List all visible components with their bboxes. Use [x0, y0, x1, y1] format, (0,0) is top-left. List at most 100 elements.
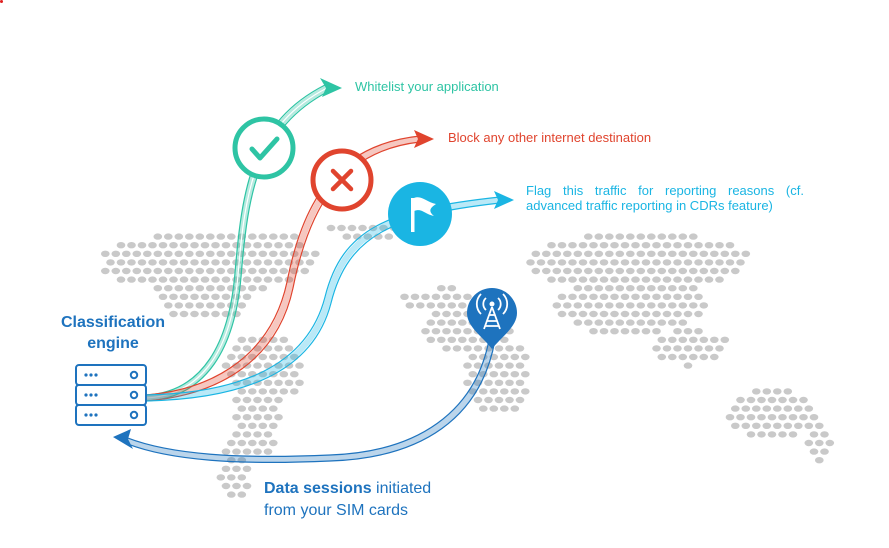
map-dot	[704, 242, 714, 249]
map-dot	[725, 414, 735, 421]
map-dot	[809, 431, 819, 438]
map-dot	[715, 242, 724, 249]
map-dot	[237, 371, 247, 378]
map-dot	[599, 242, 609, 249]
map-dot	[116, 242, 126, 249]
map-dot	[206, 233, 215, 240]
map-dot	[673, 276, 682, 283]
block-label: Block any other internet destination	[448, 130, 652, 145]
map-dot	[242, 242, 252, 249]
map-dot	[447, 302, 457, 309]
map-dot	[636, 302, 646, 309]
map-dot	[279, 267, 289, 275]
map-dot	[578, 259, 588, 266]
map-dot	[463, 328, 472, 335]
map-dot	[715, 276, 724, 283]
map-dot	[227, 250, 236, 257]
map-dot	[258, 233, 268, 240]
map-dot	[589, 328, 598, 335]
map-dot	[741, 405, 751, 412]
map-dot	[463, 379, 472, 386]
map-dot	[195, 302, 205, 309]
map-dot	[815, 422, 824, 429]
map-dot	[584, 285, 593, 292]
map-dot	[452, 293, 462, 300]
map-dot	[683, 362, 693, 369]
map-dot	[190, 310, 199, 318]
map-dot	[778, 431, 787, 438]
map-dot	[626, 267, 635, 275]
map-dot	[237, 422, 247, 429]
map-dot	[489, 405, 499, 412]
map-dot	[232, 242, 241, 249]
map-dot	[263, 448, 273, 455]
map-dot	[694, 259, 703, 266]
map-dot	[164, 233, 173, 240]
map-dot	[652, 276, 661, 283]
map-dot	[101, 250, 110, 257]
map-dot	[111, 250, 121, 257]
map-dot	[426, 319, 436, 326]
map-dot	[657, 250, 667, 257]
map-dot	[704, 259, 714, 266]
map-dot	[221, 448, 231, 455]
map-dot	[809, 414, 819, 421]
map-dot	[284, 379, 294, 386]
map-dot	[515, 345, 525, 352]
map-dot	[122, 250, 131, 257]
map-dot	[631, 310, 640, 318]
map-dot	[164, 285, 173, 292]
map-dot	[494, 379, 504, 386]
map-dot	[242, 293, 252, 300]
map-dot	[662, 259, 672, 266]
map-dot	[248, 233, 257, 240]
map-dot	[599, 276, 609, 283]
map-dot	[143, 267, 152, 275]
map-dot	[132, 267, 142, 275]
map-dot	[641, 259, 651, 266]
map-dot	[594, 302, 604, 309]
map-dot	[185, 267, 194, 275]
map-dot	[452, 328, 462, 335]
map-dot	[694, 276, 703, 283]
map-dot	[794, 405, 803, 412]
map-dot	[242, 482, 252, 490]
map-dot	[158, 276, 168, 283]
engine-title-line2: engine	[87, 335, 139, 352]
map-dot	[557, 276, 567, 283]
map-dot	[678, 233, 688, 240]
map-dot	[263, 414, 273, 421]
map-dot	[258, 336, 268, 343]
map-dot	[290, 371, 299, 378]
map-dot	[169, 310, 178, 318]
map-dot	[547, 242, 556, 249]
map-dot	[253, 362, 262, 369]
map-dot	[515, 362, 525, 369]
map-dot	[599, 259, 609, 266]
map-dot	[305, 259, 315, 266]
map-dot	[578, 276, 588, 283]
map-dot	[657, 336, 667, 343]
map-dot	[657, 353, 667, 361]
sessions-line1: Data sessions initiated	[264, 478, 431, 500]
map-dot	[442, 310, 451, 318]
map-dot	[741, 422, 751, 429]
map-dot	[274, 242, 283, 249]
map-dot	[216, 474, 226, 481]
map-dot	[673, 242, 682, 249]
map-dot	[668, 285, 677, 292]
map-dot	[284, 345, 294, 352]
map-dot	[720, 250, 730, 257]
map-dot	[263, 242, 273, 249]
map-dot	[216, 302, 226, 309]
map-dot	[589, 242, 598, 249]
map-dot	[101, 267, 110, 275]
map-dot	[505, 396, 514, 404]
map-dot	[185, 250, 194, 257]
map-dot	[132, 250, 142, 257]
map-dot	[799, 396, 808, 404]
map-dot	[631, 328, 640, 335]
map-dot	[683, 293, 693, 300]
map-dot	[668, 267, 677, 275]
map-dot	[505, 345, 514, 352]
